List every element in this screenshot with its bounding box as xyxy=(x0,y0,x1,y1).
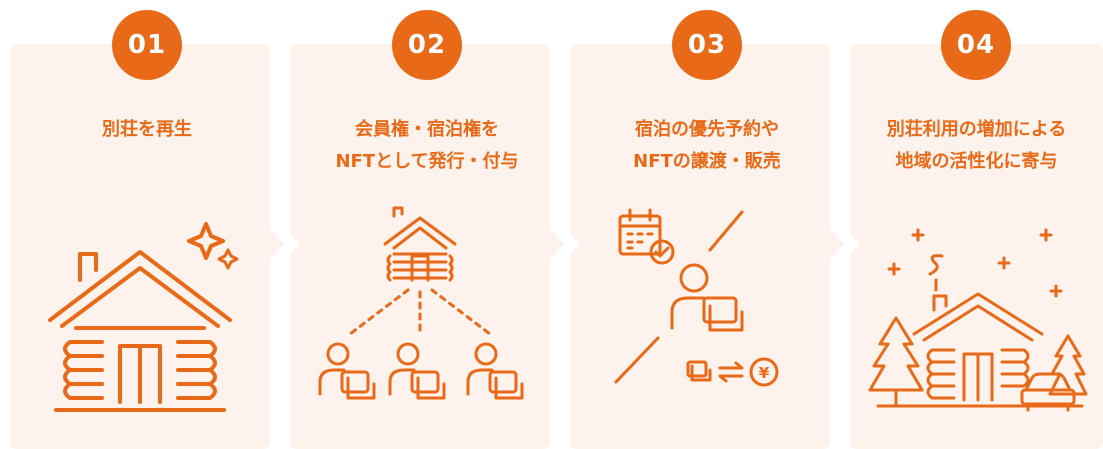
step-number-badge: 03 xyxy=(672,10,742,80)
region-activation-icon xyxy=(868,228,1088,412)
step-number-badge: 04 xyxy=(941,10,1011,80)
step-title: 別荘利用の増加による 地域の活性化に寄与 xyxy=(886,119,1067,172)
step-title: 宿泊の優先予約や NFTの譲渡・販売 xyxy=(633,119,781,172)
step-card-01: 01 別荘を再生 xyxy=(10,10,284,449)
reservation-exchange-icon: ¥ xyxy=(614,208,779,387)
card-background xyxy=(570,44,844,449)
step-title: 別荘を再生 xyxy=(102,119,192,140)
step-number-badge: 01 xyxy=(112,10,182,80)
step-card-03: 03 宿泊の優先予約や NFTの譲渡・販売 ¥ xyxy=(570,10,844,449)
log-cabin-sparkle-icon xyxy=(48,222,239,412)
card-background xyxy=(850,44,1103,449)
exchange-arrows-icon xyxy=(718,361,744,383)
calendar-check-icon xyxy=(618,208,675,265)
member-person-icon xyxy=(318,342,376,400)
member-person-icon xyxy=(670,263,744,332)
step-card-02: 02 会員権・宿泊権を NFTとして発行・付与 xyxy=(290,10,564,449)
step-card-04: 04 別荘利用の増加による 地域の活性化に寄与 xyxy=(850,10,1103,449)
cabin-distribution-icon xyxy=(318,206,524,400)
nft-card-icon xyxy=(686,360,712,382)
member-person-icon xyxy=(388,342,446,400)
member-person-icon xyxy=(466,342,524,400)
step-number-badge: 02 xyxy=(392,10,462,80)
svg-text:¥: ¥ xyxy=(759,364,770,382)
yen-coin-icon: ¥ xyxy=(749,357,779,387)
step-title: 会員権・宿泊権を NFTとして発行・付与 xyxy=(335,119,519,172)
